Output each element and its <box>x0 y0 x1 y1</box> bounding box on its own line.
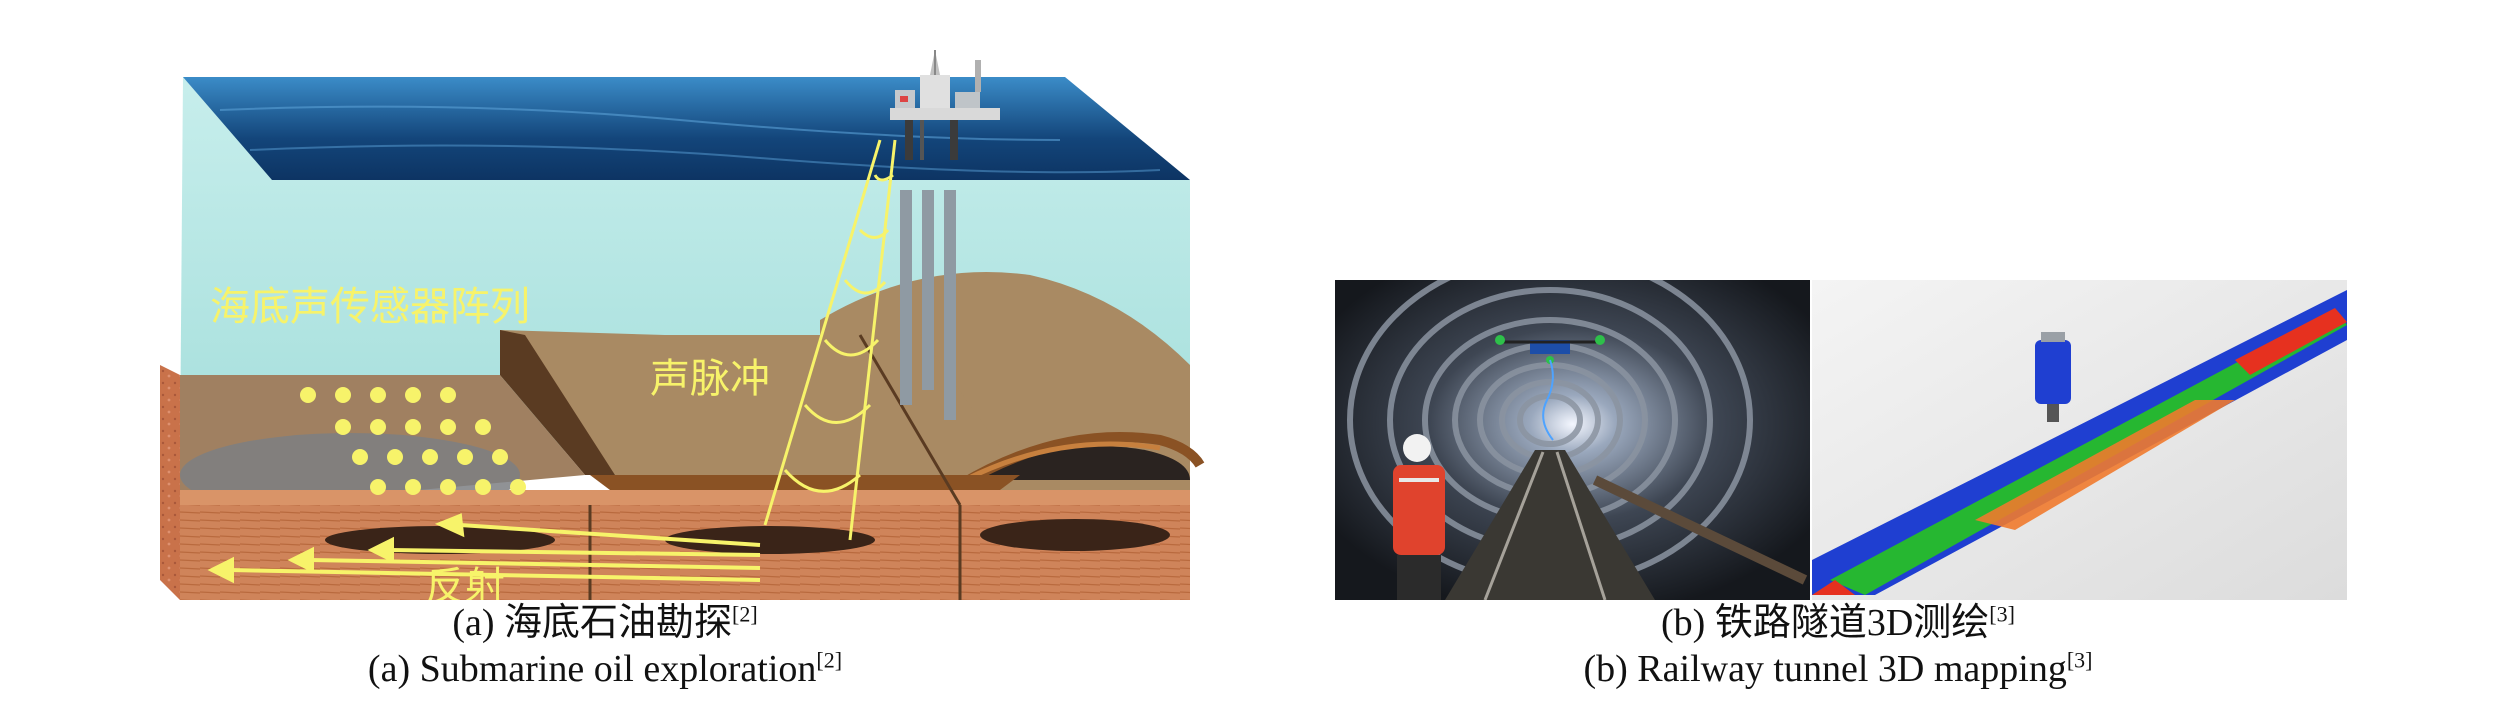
pulse-label: 声脉冲 <box>650 356 770 402</box>
seabed-middle-block <box>500 330 1020 475</box>
caption-panel-b: (b) 铁路隧道3D测绘[3] (b) Railway tunnel 3D ma… <box>1248 600 2428 692</box>
worker-figure <box>1393 434 1445 600</box>
fault-face <box>500 330 615 475</box>
railway-tunnel-figure <box>1335 252 2347 601</box>
submarine-exploration-svg: 海底声传感器阵列 声脉冲 反射 <box>160 50 1205 610</box>
caption-a-en-line: (a) Submarine oil exploration[2] <box>0 646 1210 692</box>
pipe-3 <box>944 190 956 420</box>
rock-left-side <box>160 365 180 600</box>
sensor-array-dots <box>300 387 526 495</box>
pipe-1 <box>900 190 912 405</box>
oil-platform-icon <box>890 50 1000 160</box>
caption-a-zh-line: (a) 海底石油勘探[2] <box>0 600 1210 646</box>
submarine-exploration-diagram: 海底声传感器阵列 声脉冲 反射 <box>160 20 1260 610</box>
sensor-array-label: 海底声传感器阵列 <box>210 284 530 330</box>
railway-tunnel-svg <box>1335 252 2347 601</box>
drone-icon <box>1495 335 1605 364</box>
caption-a-en-ref: [2] <box>816 647 843 673</box>
caption-b-en: (b) Railway tunnel 3D mapping <box>1583 648 2067 690</box>
sea-surface <box>183 77 1190 180</box>
caption-a-zh-ref: [2] <box>732 601 758 627</box>
tunnel-photo <box>1335 252 1810 601</box>
caption-b-zh-line: (b) 铁路隧道3D测绘[3] <box>1248 600 2428 646</box>
caption-panel-a: (a) 海底石油勘探[2] (a) Submarine oil explorat… <box>0 600 1210 692</box>
point-cloud-render <box>1812 280 2347 600</box>
scanner-device-icon <box>2035 332 2071 422</box>
pocket-3 <box>980 519 1170 551</box>
pipe-2 <box>922 190 934 390</box>
reflection-label: 反射 <box>425 564 505 600</box>
caption-b-zh-ref: [3] <box>1989 601 2015 627</box>
acoustic-pulse-cone <box>763 139 897 541</box>
caption-a-en: (a) Submarine oil exploration <box>367 648 817 690</box>
pocket-2 <box>665 526 875 554</box>
caption-b-zh: (b) 铁路隧道3D测绘 <box>1661 602 1990 644</box>
caption-b-en-line: (b) Railway tunnel 3D mapping[3] <box>1248 646 2428 692</box>
caption-a-zh: (a) 海底石油勘探 <box>452 602 733 644</box>
caption-b-en-ref: [3] <box>2066 647 2093 673</box>
reflection-arrows <box>207 513 761 584</box>
